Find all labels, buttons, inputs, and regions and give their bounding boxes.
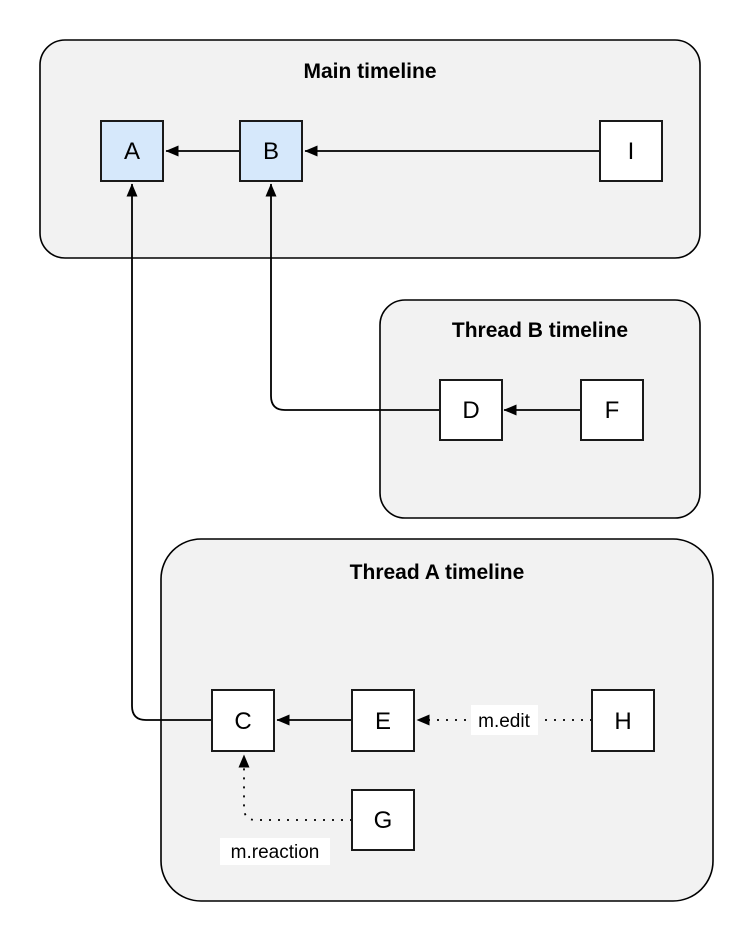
- edge-label-m-reaction: m.reaction: [220, 838, 330, 865]
- node-a-label: A: [124, 138, 140, 165]
- node-i: I: [599, 120, 663, 182]
- m-edit-label: m.edit: [478, 711, 530, 732]
- m-reaction-label-background: [220, 838, 330, 865]
- edge-label-m-edit: m.edit: [471, 705, 538, 735]
- edge-d-to-b: [265, 183, 440, 411]
- node-a-box: [100, 120, 164, 182]
- node-e-label: E: [375, 708, 391, 735]
- node-d: D: [439, 379, 503, 441]
- node-e: E: [351, 689, 415, 752]
- node-h-box: [591, 689, 655, 752]
- m-edit-label-background: [471, 705, 538, 735]
- node-h-label: H: [614, 708, 631, 735]
- node-g-box: [351, 789, 415, 851]
- container-main-timeline: Main timeline: [39, 39, 701, 259]
- main-timeline-box: [39, 39, 701, 259]
- node-c-label: C: [234, 708, 251, 735]
- thread-b-timeline-title: Thread B timeline: [452, 319, 628, 342]
- node-d-label: D: [462, 397, 479, 424]
- main-timeline-title: Main timeline: [303, 60, 436, 83]
- node-i-label: I: [628, 138, 635, 165]
- node-b: B: [239, 120, 303, 182]
- node-f: F: [580, 379, 644, 441]
- node-f-box: [580, 379, 644, 441]
- node-g: G: [351, 789, 415, 851]
- node-a: A: [100, 120, 164, 182]
- thread-b-timeline-box: [379, 299, 701, 519]
- node-d-box: [439, 379, 503, 441]
- container-thread-b-timeline: Thread B timeline: [379, 299, 701, 519]
- node-c-box: [211, 689, 275, 752]
- node-c: C: [211, 689, 275, 752]
- node-g-label: G: [374, 807, 393, 834]
- node-b-box: [239, 120, 303, 182]
- node-h: H: [591, 689, 655, 752]
- node-b-label: B: [263, 138, 279, 165]
- thread-a-timeline-title: Thread A timeline: [350, 561, 525, 584]
- node-f-label: F: [605, 397, 620, 424]
- edge-c-to-a: [126, 183, 213, 721]
- node-e-box: [351, 689, 415, 752]
- node-i-box: [599, 120, 663, 182]
- m-reaction-label: m.reaction: [231, 842, 320, 863]
